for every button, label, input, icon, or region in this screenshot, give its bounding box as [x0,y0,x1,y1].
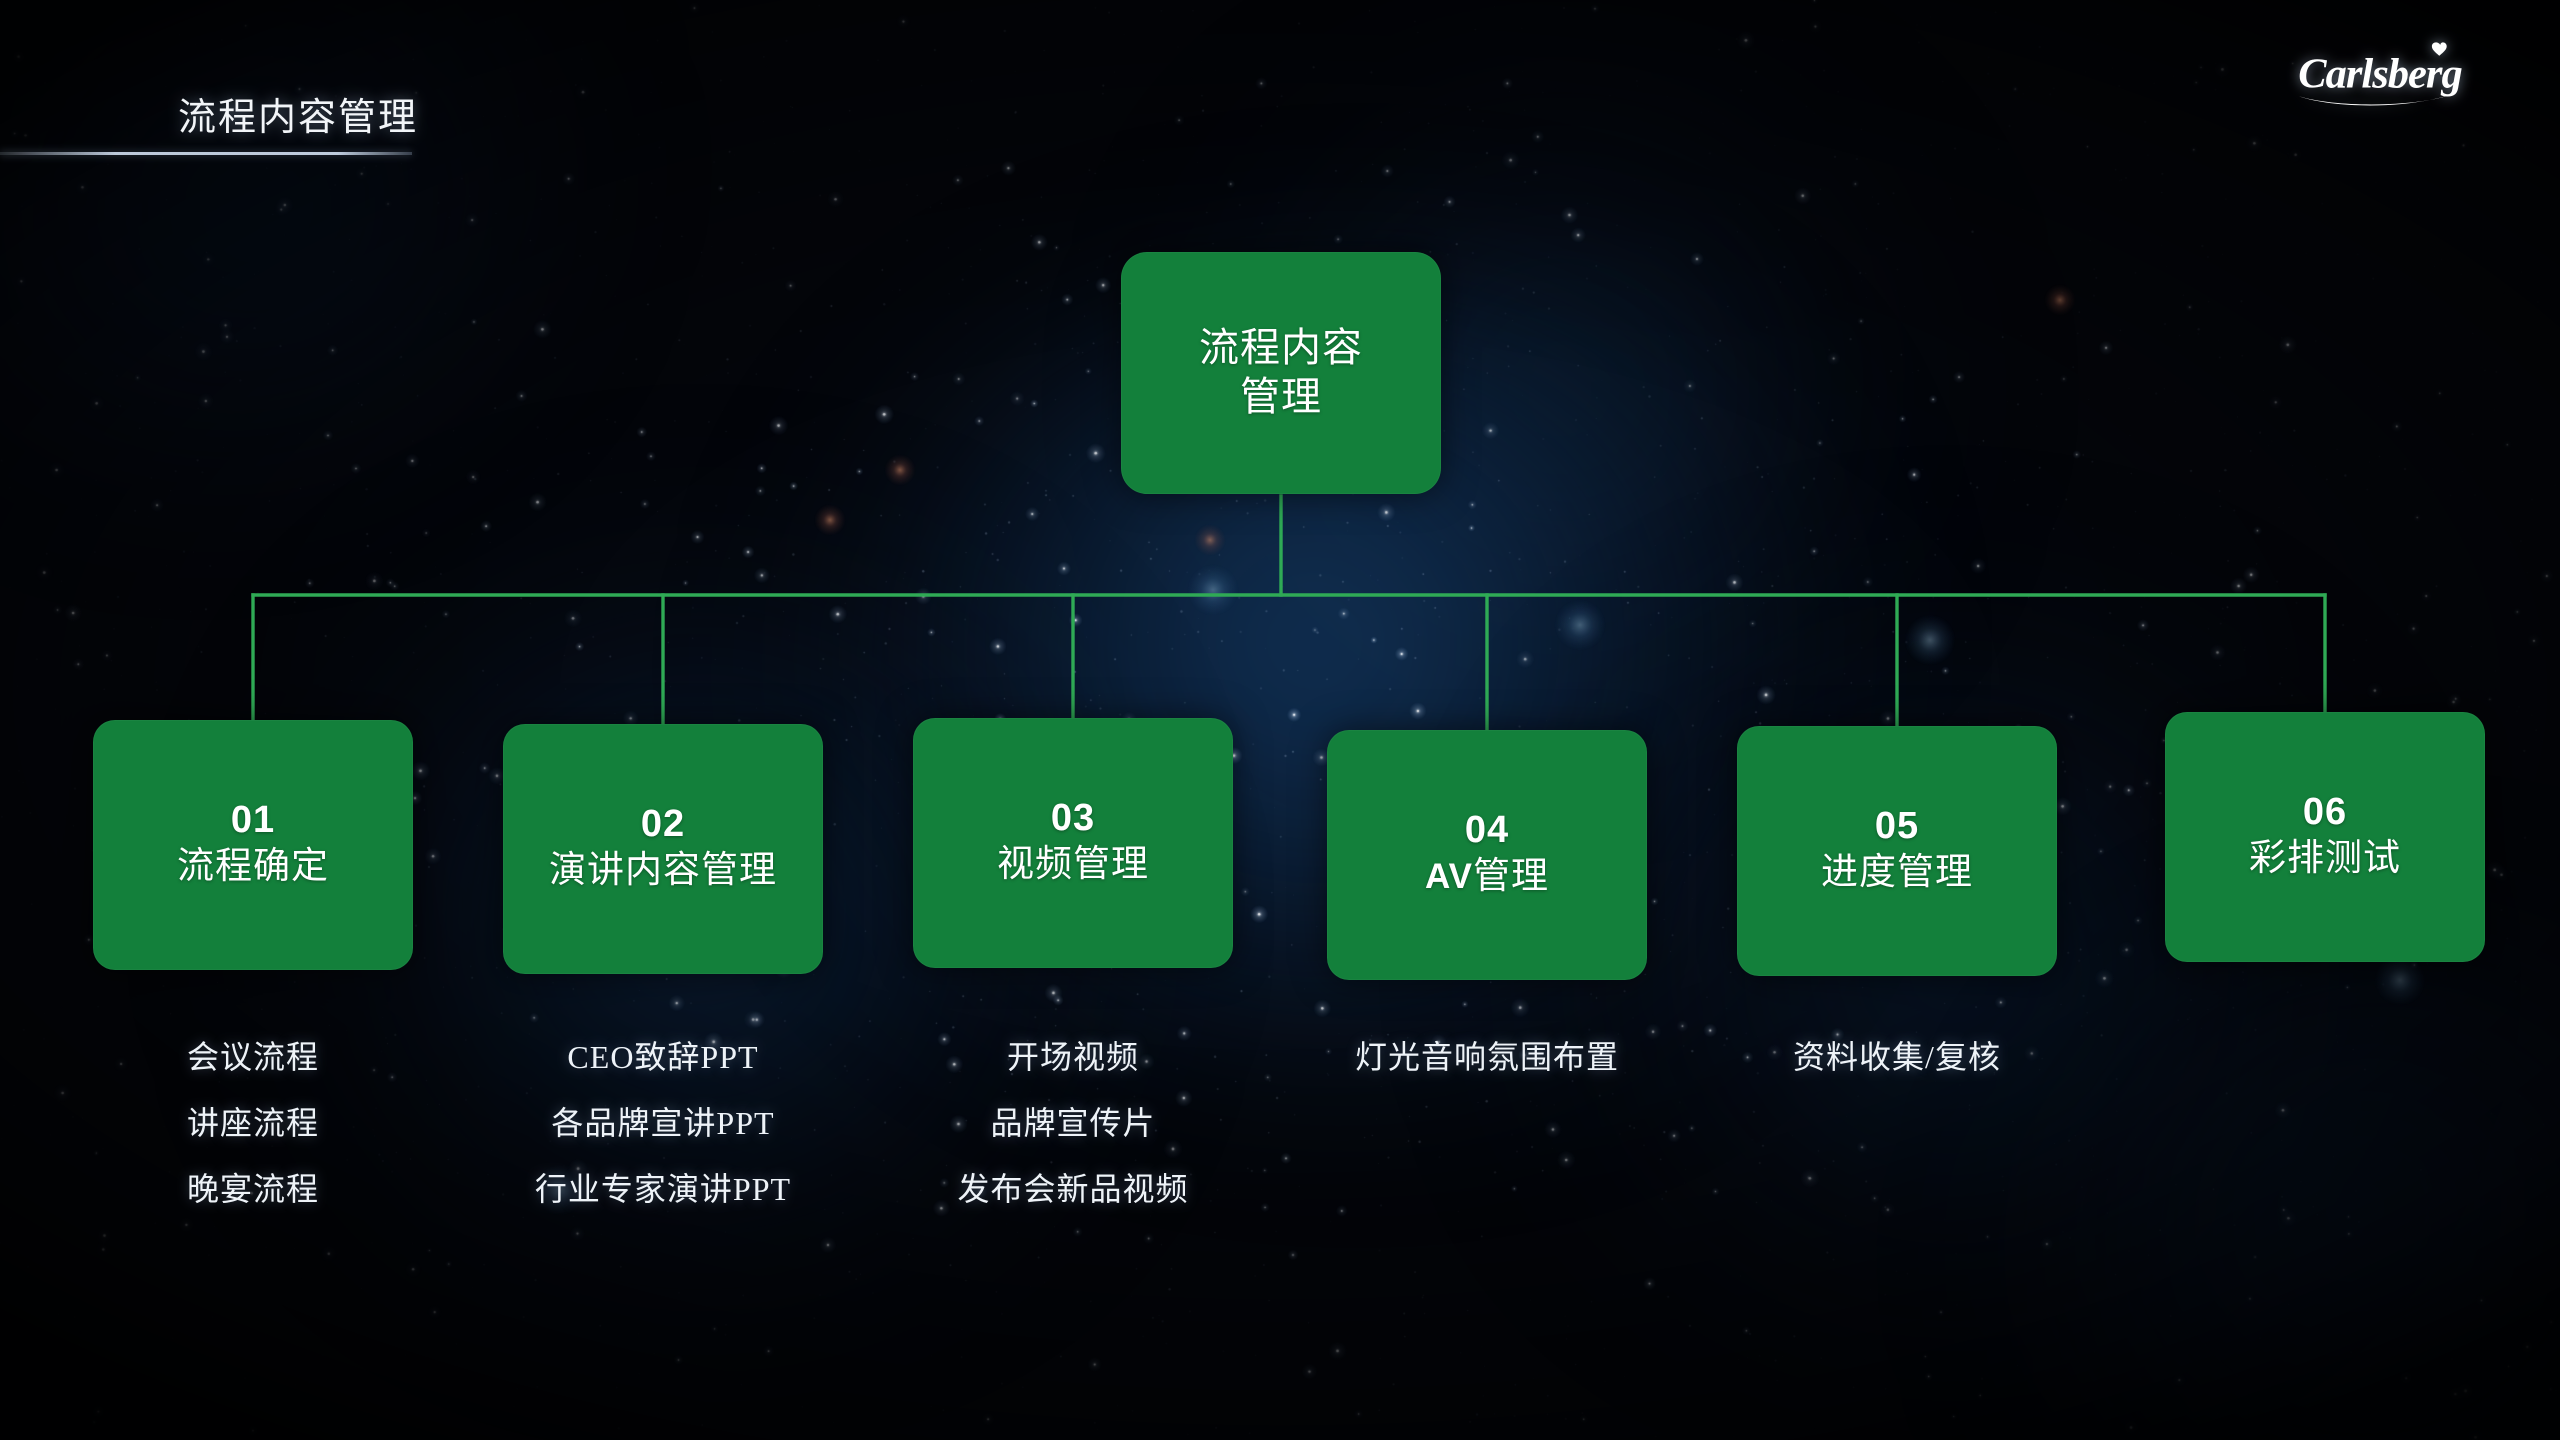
caption-column-05: 资料收集/复核 [1737,1024,2057,1090]
caption-item: 晚宴流程 [186,1171,319,1207]
caption-item: 开场视频 [1006,1039,1139,1075]
node-01[interactable]: 01 流程确定 [93,720,413,970]
node-01-label: 流程确定 [177,845,329,889]
page-title: 流程内容管理 [178,97,419,139]
node-05-label: 进度管理 [1821,851,1973,895]
node-01-label-cn: 流程确定 [177,845,329,887]
node-05-label-cn: 进度管理 [1821,851,1973,893]
node-03-label: 视频管理 [997,843,1149,887]
caption-item: 各品牌宣讲PPT [551,1105,775,1141]
caption-column-01: 会议流程 讲座流程 晚宴流程 [93,1024,413,1222]
node-02-label-cn: 演讲内容管理 [549,849,777,891]
node-04[interactable]: 04 AV管理 [1327,730,1647,980]
node-02[interactable]: 02 演讲内容管理 [503,724,823,974]
node-06-label: 彩排测试 [2249,837,2401,881]
node-05[interactable]: 05 进度管理 [1737,726,2057,976]
node-03-number: 03 [1050,796,1096,839]
caption-item: 讲座流程 [186,1105,319,1141]
node-01-number: 01 [230,798,276,841]
node-04-label: AV管理 [1425,855,1549,899]
node-02-label: 演讲内容管理 [549,849,777,893]
caption-item: 品牌宣传片 [990,1105,1156,1141]
root-node-line2: 管理 [1240,374,1322,419]
node-02-number: 02 [640,802,686,845]
caption-item: 会议流程 [186,1039,319,1075]
caption-column-04: 灯光音响氛围布置 [1327,1024,1647,1090]
node-04-label-latin: AV [1424,856,1474,896]
root-node-line1: 流程内容 [1199,325,1363,371]
caption-item: 灯光音响氛围布置 [1354,1039,1619,1075]
node-06-label-cn: 彩排测试 [2249,837,2401,879]
title-underline-rule [0,152,412,155]
node-03-label-cn: 视频管理 [997,843,1149,885]
carlsberg-logo: Carlsberg [2280,34,2480,118]
caption-item: 资料收集/复核 [1793,1039,2001,1075]
root-node[interactable]: 流程内容 管理 [1121,252,1441,494]
node-05-number: 05 [1874,804,1920,847]
node-04-label-cn: 管理 [1473,855,1550,897]
caption-item: CEO致辞PPT [567,1039,759,1075]
caption-item: 发布会新品视频 [957,1171,1189,1207]
node-06-number: 06 [2302,790,2348,833]
caption-column-03: 开场视频 品牌宣传片 发布会新品视频 [913,1024,1233,1222]
node-04-number: 04 [1464,808,1510,851]
caption-item: 行业专家演讲PPT [534,1171,792,1207]
node-06[interactable]: 06 彩排测试 [2165,712,2485,962]
svg-text:Carlsberg: Carlsberg [2298,50,2462,97]
node-03[interactable]: 03 视频管理 [913,718,1233,968]
caption-column-02: CEO致辞PPT 各品牌宣讲PPT 行业专家演讲PPT [503,1024,823,1222]
